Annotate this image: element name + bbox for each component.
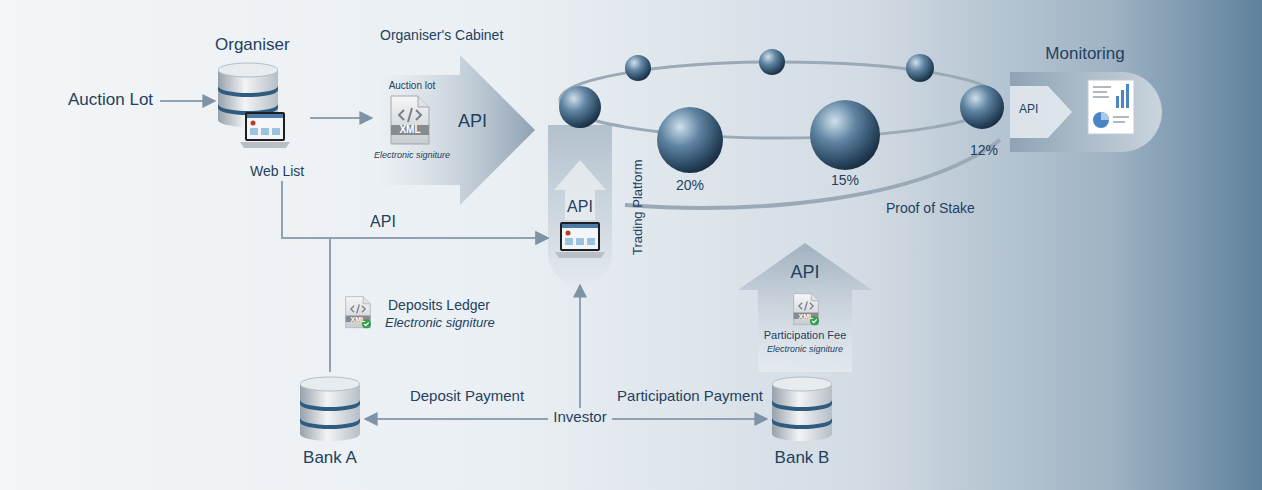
api-arrow <box>554 160 606 220</box>
server-icon <box>300 377 360 441</box>
server-icon <box>772 377 832 441</box>
node-text: Electronic signiture <box>385 315 495 331</box>
node-text: API <box>567 197 593 216</box>
ledger-document: Deposits LedgerElectronic signiture <box>343 293 513 333</box>
node-text: Web List <box>250 163 304 180</box>
node-text: Bank B <box>775 448 830 468</box>
node-text: Electronic signiture <box>767 344 843 355</box>
node-text: API <box>458 111 487 133</box>
connector-arrow <box>160 100 215 102</box>
edge-label: API <box>370 212 396 231</box>
xml-icon <box>391 96 429 144</box>
bank-server: Bank B <box>767 372 837 472</box>
node-text: Auction Lot <box>68 90 153 110</box>
connector-arrow <box>365 418 548 420</box>
node-text: Investor <box>553 408 606 426</box>
investor-label: Investor <box>548 408 612 430</box>
node-text: 12% <box>970 142 998 159</box>
node-text: Auction lot <box>389 80 436 92</box>
fee-arrow <box>738 243 872 372</box>
node-text: Organiser's Cabinet <box>380 27 503 44</box>
node-text: 15% <box>831 172 859 189</box>
bank-server: Bank A <box>295 372 365 472</box>
blockchain-ring: Proof of Stake 20% 15% 12% <box>548 50 1008 225</box>
node-text: Organiser <box>215 35 290 55</box>
blockchain-ring <box>559 49 1004 208</box>
source-label: Auction Lot <box>68 90 160 112</box>
stake-node: 12% <box>955 85 1005 160</box>
node-text: Trading Platform <box>630 159 646 255</box>
xml-document: Auction lotElectronic signiture <box>372 78 452 166</box>
laptop-icon <box>240 112 290 148</box>
node-text: Deposits Ledger <box>388 297 490 314</box>
icon-label: XML <box>399 125 420 135</box>
node-text: Bank A <box>303 448 357 468</box>
icon-label: XML <box>351 316 366 323</box>
node-text: Proof of Stake <box>886 200 975 217</box>
cabinet-arrow <box>373 55 535 205</box>
connector-arrow <box>330 238 548 372</box>
xml-icon <box>794 294 819 326</box>
edge-label: Participation Payment <box>617 387 763 405</box>
connector-arrow <box>310 117 372 119</box>
server-node: OrganiserWeb List <box>215 35 310 181</box>
monitoring-panel <box>1010 72 1162 152</box>
node-text: Electronic signiture <box>374 150 450 161</box>
node-text: Participation Fee <box>764 329 847 342</box>
stake-node: 20% <box>655 107 725 197</box>
fee-arrow: API Participation FeeElectronic signiture <box>738 243 872 368</box>
stake-node: 15% <box>808 100 882 192</box>
xml-icon <box>346 297 371 329</box>
monitoring-panel: MonitoringAPI <box>1005 40 1165 155</box>
laptop-icon <box>555 222 605 258</box>
connector-arrow <box>612 418 767 420</box>
connector-arrow <box>579 285 581 408</box>
edge-label: Deposit Payment <box>410 387 524 405</box>
node-text: 20% <box>676 177 704 194</box>
platform-capsule <box>548 125 612 285</box>
platform-capsule: API Trading Platform <box>548 125 645 285</box>
connector-arrow <box>282 181 548 238</box>
icon-label: XML <box>799 313 814 320</box>
api-arrow: Organiser's CabinetAPI Auction lotElectro… <box>373 25 535 205</box>
node-text: API <box>790 262 819 284</box>
node-text: Monitoring <box>1045 44 1124 64</box>
node-text: API <box>1019 102 1038 116</box>
